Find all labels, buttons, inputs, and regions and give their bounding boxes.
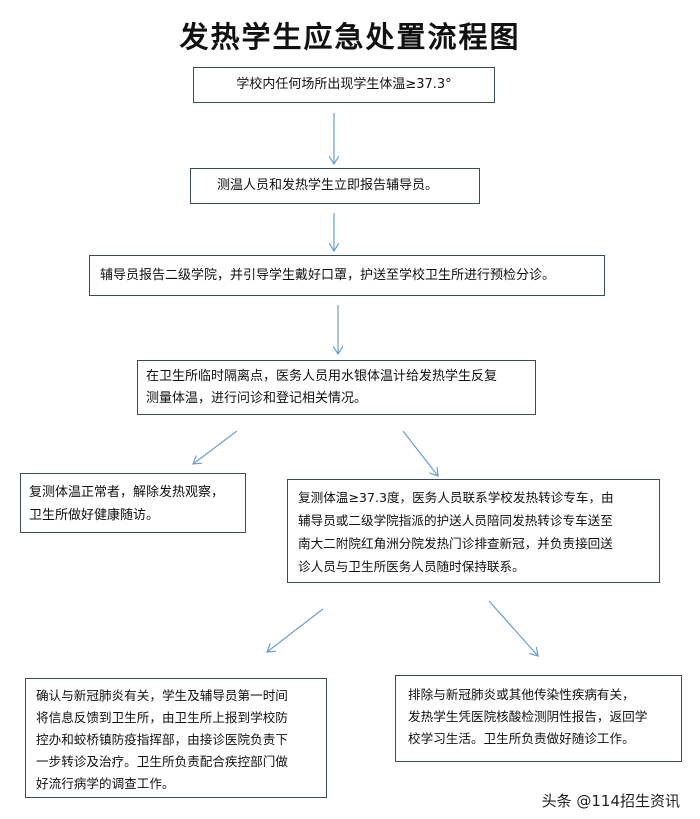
step-text-line: 南大二附院红角洲分院发热门诊排查新冠，并负责接回送 — [298, 536, 613, 551]
step-text-line: 控办和蛟桥镇防疫指挥部，由接诊医院负责下 — [36, 732, 288, 747]
step-text-line: 校学习生活。卫生所负责做好随诊工作。 — [408, 731, 635, 746]
step-isolation-retest-box: 在卫生所临时隔离点，医务人员用水银体温计给发热学生反复 测量体温，进行问诊和登记… — [137, 360, 536, 415]
step-text-line: 排除与新冠肺炎或其他传染性疾病有关， — [408, 687, 635, 702]
step-text-line: 发热学生凭医院核酸检测阴性报告，返回学 — [408, 709, 648, 724]
step-escort-clinic-box: 辅导员报告二级学院，并引导学生戴好口罩，护送至学校卫生所进行预检分诊。 — [89, 255, 605, 296]
step-text-line: 将信息反馈到卫生所，由卫生所上报到学校防 — [36, 710, 288, 725]
branch-normal-temperature-box: 复测体温正常者，解除发热观察， 卫生所做好健康随访。 — [20, 473, 246, 533]
step-fever-detected-box: 学校内任何场所出现学生体温≥37.3° — [193, 67, 495, 103]
diagram-title: 发热学生应急处置流程图 — [179, 20, 521, 54]
step-text-line: 一步转诊及治疗。卫生所负责配合疾控部门做 — [36, 754, 288, 769]
step-text-line: 诊人员与卫生所医务人员随时保持联系。 — [298, 559, 525, 574]
step-text-line: 卫生所做好健康随访。 — [29, 508, 160, 523]
watermark-text: 头条 @114招生资讯 — [541, 792, 680, 810]
arrow-fever-to-confirmed — [267, 608, 324, 652]
outcome-covid-excluded-box: 排除与新冠肺炎或其他传染性疾病有关， 发热学生凭医院核酸检测阴性报告，返回学 校… — [395, 675, 682, 762]
arrow-step4-to-normal — [193, 430, 238, 464]
step-text-line: 辅导员或二级学院指派的护送人员陪同发热转诊专车送至 — [298, 513, 613, 528]
arrow-fever-to-excluded — [488, 600, 538, 656]
outcome-covid-confirmed-box: 确认与新冠肺炎有关，学生及辅导员第一时间 将信息反馈到卫生所，由卫生所上报到学校… — [25, 678, 327, 798]
step-text: 辅导员报告二级学院，并引导学生戴好口罩，护送至学校卫生所进行预检分诊。 — [100, 268, 556, 283]
step-text-line: 好流行病学的调查工作。 — [36, 776, 175, 791]
step-text-line: 复测体温正常者，解除发热观察， — [29, 485, 225, 500]
step-text-line: 复测体温≥37.3度，医务人员联系学校发热转诊专车，由 — [298, 490, 614, 505]
step-text: 测温人员和发热学生立即报告辅导员。 — [217, 178, 439, 193]
step-text: 学校内任何场所出现学生体温≥37.3° — [236, 77, 452, 92]
branch-fever-referral-box: 复测体温≥37.3度，医务人员联系学校发热转诊专车，由 辅导员或二级学院指派的护… — [287, 479, 660, 583]
step-text-line: 在卫生所临时隔离点，医务人员用水银体温计给发热学生反复 — [146, 369, 498, 384]
step-text-line: 测量体温，进行问诊和登记相关情况。 — [146, 391, 368, 406]
step-report-counselor-box: 测温人员和发热学生立即报告辅导员。 — [190, 168, 480, 204]
arrow-step4-to-fever — [402, 430, 438, 476]
step-text-line: 确认与新冠肺炎有关，学生及辅导员第一时间 — [36, 688, 288, 703]
